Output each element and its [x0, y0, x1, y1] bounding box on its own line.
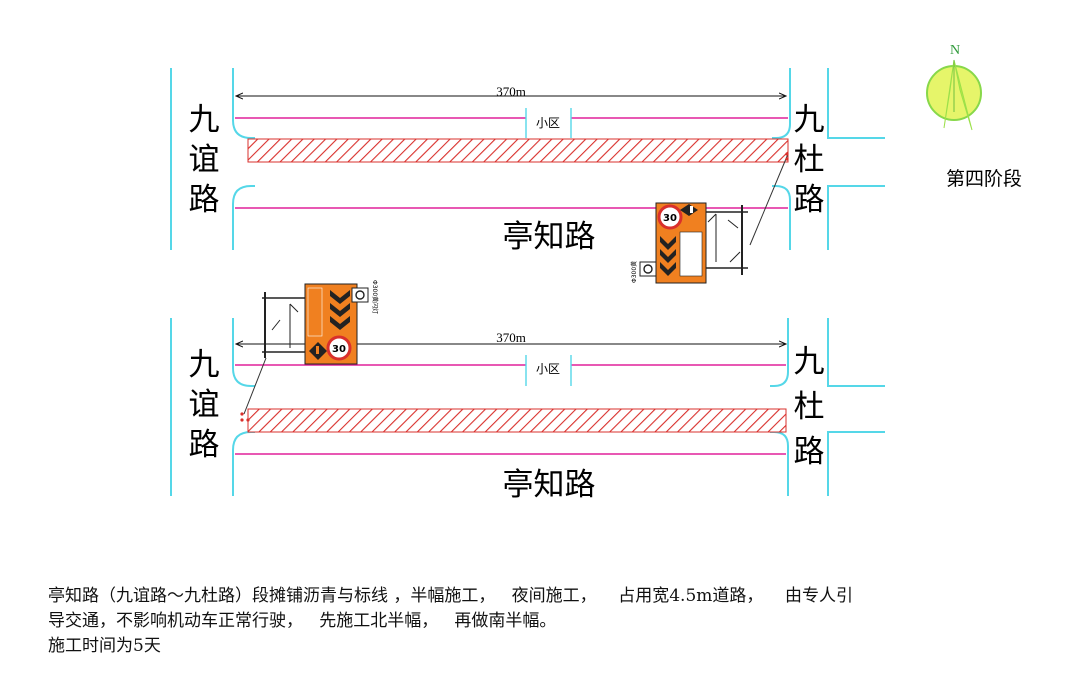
- lane-markings: [235, 364, 786, 455]
- east-road-char-3: 路: [794, 182, 825, 218]
- speed-limit-value: 30: [663, 213, 677, 224]
- length-label: 370m: [496, 330, 526, 345]
- work-zone-north-half: [247, 138, 789, 163]
- leader-line: [749, 153, 789, 246]
- lamp-note: Φ300黄闪灯: [371, 280, 379, 314]
- compass-icon: N: [926, 43, 982, 131]
- north-label: N: [950, 43, 960, 58]
- community-label: 小区: [536, 362, 560, 376]
- east-road-char-2: 杜: [794, 142, 825, 178]
- lane-markings: [235, 117, 788, 209]
- east-road-char-1: 九: [794, 344, 825, 380]
- caption-line-1: 亭知路（九谊路～九杜路）段摊铺沥青与标线 ，半幅施工， 夜间施工， 占用宽4.5…: [48, 586, 853, 606]
- west-road-char-2: 谊: [189, 142, 220, 178]
- caption-line-3: 施工时间为5天: [48, 636, 161, 656]
- plan-south: 370m 小区 九 谊 路 九 杜 路 亭知路: [170, 280, 885, 503]
- west-road-char-3: 路: [189, 182, 220, 218]
- west-road-char-2: 谊: [189, 387, 220, 423]
- length-label: 370m: [496, 84, 526, 99]
- speed-limit-value: 30: [332, 344, 346, 355]
- warning-sign-board: 30 Φ300黄: [630, 202, 748, 284]
- community-gate: [525, 108, 572, 138]
- west-road-curbs: [170, 68, 255, 250]
- community-gate: [525, 355, 572, 386]
- west-road-char-3: 路: [189, 427, 220, 463]
- stage-label: 第四阶段: [946, 168, 1022, 190]
- plan-north: 370m 小区 九 谊 路 九 杜 路 亭知路 30: [170, 68, 885, 284]
- community-label: 小区: [536, 116, 560, 130]
- east-road-char-3: 路: [794, 434, 825, 470]
- warning-sign-board: 30 Φ300黄闪灯: [262, 280, 379, 365]
- work-zone-south-half: [247, 408, 787, 433]
- east-road-curbs: [772, 68, 885, 250]
- main-road-label: 亭知路: [503, 219, 596, 255]
- east-road-curbs: [770, 318, 885, 496]
- leader-line: [243, 357, 267, 415]
- east-road-char-2: 杜: [794, 389, 825, 425]
- west-road-char-1: 九: [189, 347, 220, 383]
- east-road-char-1: 九: [794, 102, 825, 138]
- lamp-note: Φ300黄: [630, 261, 638, 283]
- west-road-char-1: 九: [189, 102, 220, 138]
- construction-description: 亭知路（九谊路～九杜路）段摊铺沥青与标线 ，半幅施工， 夜间施工， 占用宽4.5…: [48, 584, 1048, 659]
- construction-plan-diagram: 370m 小区 九 谊 路 九 杜 路 亭知路 30: [170, 43, 1022, 503]
- caption-line-2: 导交通，不影响机动车正常行驶， 先施工北半幅， 再做南半幅。: [48, 611, 557, 631]
- main-road-label: 亭知路: [503, 467, 596, 503]
